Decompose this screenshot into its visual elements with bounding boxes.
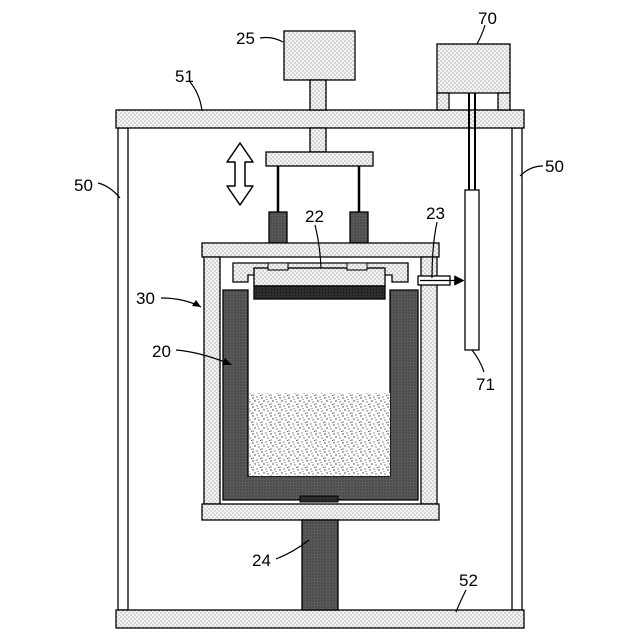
sensor-box	[437, 44, 510, 93]
label-50-right: 50	[545, 157, 564, 176]
bottom-plate-52	[116, 610, 524, 628]
leader-20	[176, 350, 230, 364]
label-23: 23	[426, 204, 445, 223]
crucible-support	[300, 496, 338, 502]
leader-50-right	[520, 166, 543, 176]
label-25: 25	[236, 29, 255, 48]
label-52: 52	[459, 571, 478, 590]
leader-52	[456, 590, 466, 612]
lid-assembly-22	[233, 263, 408, 299]
label-50-left: 50	[74, 176, 93, 195]
lid-clamp-right	[347, 263, 367, 270]
vessel-wall-left	[204, 257, 220, 504]
label-71: 71	[476, 375, 495, 394]
crucible-20	[223, 290, 418, 502]
leader-50-left	[98, 183, 120, 198]
lid-clamp-left	[268, 263, 288, 270]
gas-outlet-23	[418, 276, 462, 285]
label-30: 30	[136, 289, 155, 308]
label-24: 24	[252, 551, 271, 570]
vertical-motion-arrow	[227, 143, 253, 205]
vessel-wall-right	[421, 257, 437, 504]
support-shaft-24	[302, 520, 338, 610]
frame-left-post	[118, 128, 128, 610]
powder-charge	[249, 393, 390, 476]
motor-shaft-lower	[310, 128, 326, 152]
frame-right-post	[512, 128, 522, 610]
sensor-probe-71	[465, 190, 479, 350]
leader-71	[472, 350, 484, 372]
label-51: 51	[175, 67, 194, 86]
lid-upper-plate	[254, 268, 385, 286]
sensor-70	[437, 44, 510, 350]
sensor-leg-left	[437, 93, 449, 110]
lid-seed-plate	[254, 286, 385, 299]
motor-shaft-upper	[310, 80, 326, 110]
motor-body	[284, 31, 355, 80]
sensor-leg-right	[498, 93, 510, 110]
lift-clamp-left	[269, 212, 287, 243]
lift-crossbar	[266, 152, 373, 166]
label-70: 70	[478, 9, 497, 28]
label-22: 22	[305, 207, 324, 226]
leader-51	[190, 82, 202, 111]
vessel-base	[202, 504, 439, 520]
lift-clamp-right	[350, 212, 368, 243]
top-plate-51	[116, 110, 524, 128]
leader-25	[260, 38, 283, 43]
label-20: 20	[152, 342, 171, 361]
